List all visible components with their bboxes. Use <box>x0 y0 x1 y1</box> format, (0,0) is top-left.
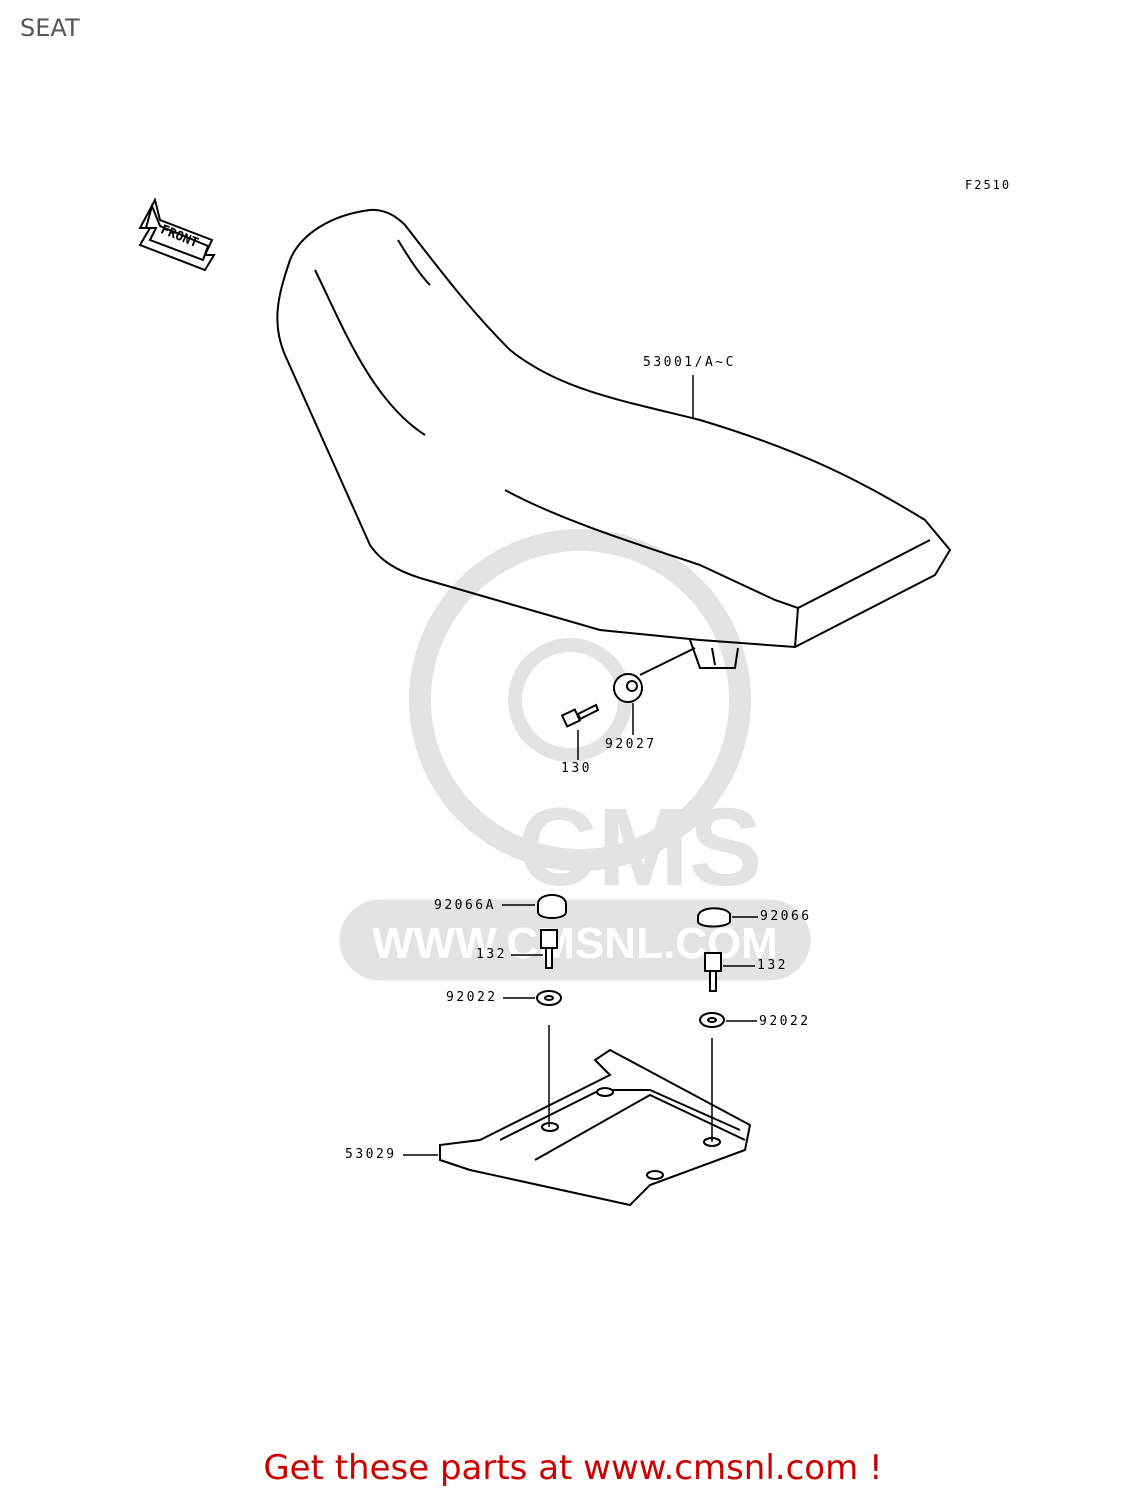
part-label-bracket[interactable]: 53029 <box>345 1147 397 1162</box>
part-label-bolt-132-right[interactable]: 132 <box>757 958 788 973</box>
leader-lines <box>403 375 758 1156</box>
watermark-logo-text: CMS <box>518 786 762 909</box>
bracket-drawing <box>439 1048 752 1207</box>
bolt-130-drawing <box>560 703 600 728</box>
right-hardware-drawing <box>697 907 731 1028</box>
seat-drawing <box>276 208 952 669</box>
part-label-washer-left[interactable]: 92022 <box>446 990 498 1005</box>
part-label-collar[interactable]: 92027 <box>605 737 657 752</box>
page-title: SEAT <box>20 14 80 42</box>
part-label-bolt-132-left[interactable]: 132 <box>476 947 507 962</box>
part-label-washer-right[interactable]: 92022 <box>759 1014 811 1029</box>
part-label-seat[interactable]: 53001/A~C <box>643 355 736 370</box>
collar-drawing <box>613 647 696 703</box>
watermark: CMS WWW.CMSNL.COM <box>339 529 811 981</box>
part-label-cap-left[interactable]: 92066A <box>434 898 496 913</box>
part-label-bolt-130[interactable]: 130 <box>561 761 592 776</box>
part-label-cap-right[interactable]: 92066 <box>760 909 812 924</box>
front-arrow-icon: FRONT <box>138 197 216 272</box>
left-hardware-drawing <box>536 894 567 1006</box>
footer-link[interactable]: Get these parts at www.cmsnl.com ! <box>263 1448 883 1488</box>
figure-code: F2510 <box>965 178 1012 192</box>
